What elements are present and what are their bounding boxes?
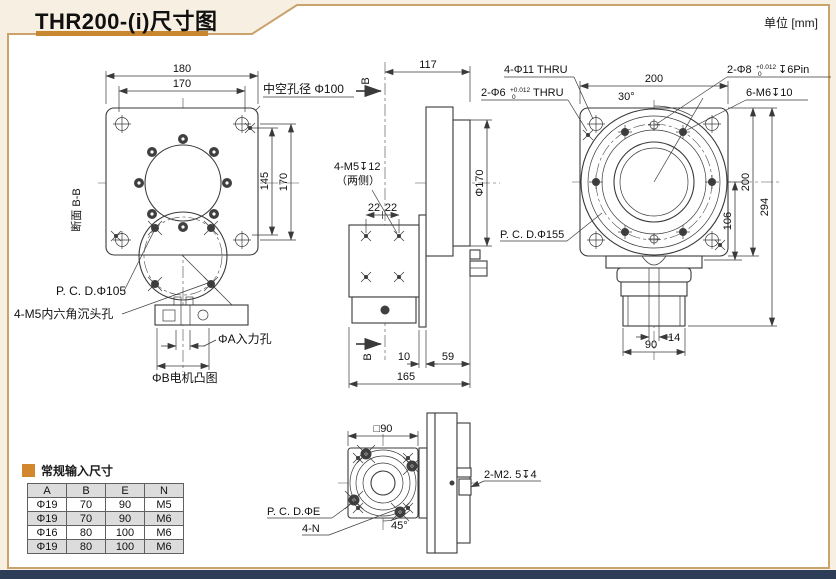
side-tap-note: （两侧） <box>336 174 380 187</box>
tol8-sup: +0.012 <box>756 64 776 71</box>
table-row: Φ19 70 90 M5 <box>27 497 184 512</box>
side-dim-22-left: 22 <box>368 202 380 214</box>
front-dim-180: 180 <box>173 63 191 75</box>
table-header-row: A B E N <box>27 483 184 498</box>
side-dim-dia170: Φ170 <box>474 169 486 196</box>
label-m25: 2-M2. 5↧4 <box>484 469 537 481</box>
label-6-m6: 6-M6↧10 <box>746 87 793 99</box>
back-dim-30deg: 30° <box>618 91 635 103</box>
label-pcde: P. C. D.ΦE <box>267 506 320 518</box>
label-2-phi8: 2-Φ8 <box>727 64 752 76</box>
label-2-phi6-suffix: THRU <box>533 87 564 99</box>
table-header-cell: E <box>105 483 145 498</box>
pcd105-label: P. C. D.Φ105 <box>56 284 126 298</box>
table-header-cell: B <box>66 483 106 498</box>
section-bb-label: 断面 B-B <box>69 188 83 231</box>
label-4-phi11: 4-Φ11 THRU <box>504 64 568 76</box>
section-b-bottom: B <box>362 353 374 360</box>
back-dim-90: 90 <box>645 339 657 351</box>
footer-bar <box>0 570 836 579</box>
back-view: 4-Φ11 THRU 2-Φ6 +0.012 0 THRU 2-Φ8 +0.01… <box>481 64 831 360</box>
table-cell: 70 <box>66 497 106 512</box>
table-cell: Φ19 <box>27 511 67 526</box>
spec-table-block: 常规输入尺寸 A B E N Φ19 70 90 M5 Φ19 70 90 M6 <box>22 462 184 554</box>
label-pcd155: P. C. D.Φ155 <box>500 229 564 241</box>
hollow-bore-label: 中空孔径 Φ100 <box>263 81 344 96</box>
motor-flange-view: □90 P. C. D.ΦE 4-N 45° 2-M2. 5↧4 <box>267 412 541 554</box>
title-underline <box>36 31 208 36</box>
back-dim-294: 294 <box>759 198 771 216</box>
table-cell: 80 <box>66 539 106 554</box>
label-2-phi6: 2-Φ6 <box>481 87 506 99</box>
table-cell: M6 <box>144 539 184 554</box>
side-view: 117 B B 4-M5↧12 （两侧） 22 22 Φ170 10 59 16… <box>334 59 500 388</box>
side-dim-117: 117 <box>419 59 437 71</box>
table-cell: Φ16 <box>27 525 67 540</box>
section-b-top: B <box>360 77 372 84</box>
page-title: THR200-(i)尺寸图 <box>35 9 218 34</box>
side-dim-59: 59 <box>442 351 454 363</box>
side-dim-22-right: 22 <box>385 202 397 214</box>
spec-table-title: 常规输入尺寸 <box>41 464 114 478</box>
table-header-cell: A <box>27 483 67 498</box>
tol6-sub: 0 <box>512 94 516 101</box>
table-cell: M5 <box>144 497 184 512</box>
table-cell: 70 <box>66 511 106 526</box>
front-dim-170-right: 170 <box>278 173 290 191</box>
table-row: Φ19 70 90 M6 <box>27 511 184 526</box>
side-dim-10: 10 <box>398 351 410 363</box>
table-header-cell: N <box>144 483 184 498</box>
table-row: Φ19 80 100 M6 <box>27 539 184 554</box>
table-cell: Φ19 <box>27 497 67 512</box>
counterbore-label: 4-M5内六角沉头孔 <box>14 307 113 321</box>
orange-square-icon <box>22 464 35 477</box>
table-row: Φ16 80 100 M6 <box>27 525 184 540</box>
front-dim-145: 145 <box>259 172 271 190</box>
table-cell: 90 <box>105 511 145 526</box>
motor-dim-45deg: 45° <box>391 520 408 532</box>
spec-table: A B E N Φ19 70 90 M5 Φ19 70 90 M6 Φ16 80 <box>27 483 184 554</box>
table-cell: M6 <box>144 511 184 526</box>
table-cell: 90 <box>105 497 145 512</box>
table-cell: 80 <box>66 525 106 540</box>
back-dim-200-top: 200 <box>645 73 663 85</box>
back-dim-14: 14 <box>668 332 680 344</box>
tol6-sup: +0.012 <box>510 87 530 94</box>
label-2-phi8-suffix: ↧6Pin <box>778 64 809 76</box>
table-cell: Φ19 <box>27 539 67 554</box>
motor-dim-sq90: □90 <box>374 423 393 435</box>
unit-label: 单位 [mm] <box>764 16 818 30</box>
back-dim-106: 106 <box>722 212 734 230</box>
table-cell: 100 <box>105 539 145 554</box>
side-dim-165: 165 <box>397 371 415 383</box>
spec-table-title-row: 常规输入尺寸 <box>22 462 184 479</box>
motor-boss-label: ΦB电机凸图 <box>152 371 218 385</box>
table-cell: 100 <box>105 525 145 540</box>
back-dim-200-right: 200 <box>740 173 752 191</box>
front-view: 180 170 145 170 中空孔径 Φ100 断面 B-B P. C. D… <box>14 63 354 385</box>
front-dim-170-top: 170 <box>173 78 191 90</box>
table-cell: M6 <box>144 525 184 540</box>
label-4n: 4-N <box>302 523 320 535</box>
side-tap-label: 4-M5↧12 <box>334 161 381 173</box>
input-hole-label: ΦA入力孔 <box>218 332 272 346</box>
tol8-sub: 0 <box>758 71 762 78</box>
